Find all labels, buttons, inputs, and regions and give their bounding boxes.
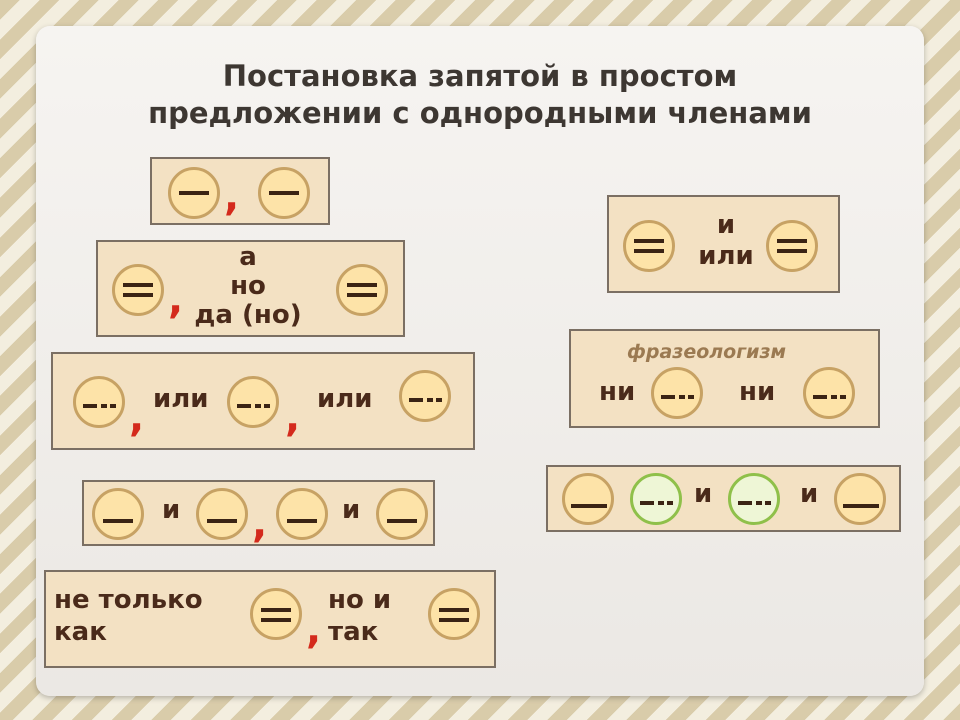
- predicate-icon: [112, 264, 164, 316]
- conj-i: и: [162, 495, 181, 525]
- conj-kak: как: [54, 617, 107, 647]
- phraseologism-label: фразеологизм: [627, 341, 787, 363]
- conj-ni: ни: [599, 377, 636, 407]
- subject-icon: [196, 488, 248, 540]
- object-icon: [227, 376, 279, 428]
- title-line-1: Постановка запятой в простом: [222, 59, 738, 93]
- conj-i: и: [694, 479, 713, 509]
- subject-icon: [276, 488, 328, 540]
- subject-icon: [92, 488, 144, 540]
- conj-a: а: [239, 242, 257, 272]
- title-line-2: предложении с однородными членами: [148, 96, 812, 130]
- predicate-icon: [336, 264, 388, 316]
- comma: ,: [129, 395, 145, 441]
- object-icon-highlighted: [630, 473, 682, 525]
- conj-i: и: [342, 495, 361, 525]
- scheme-box-7: фразеологизм ни ни: [569, 329, 880, 428]
- comma: ,: [224, 174, 240, 220]
- page-title: Постановка запятой в простом предложении…: [36, 58, 924, 132]
- object-icon: [803, 367, 855, 419]
- object-icon: [73, 376, 125, 428]
- conj-no-i: но и: [328, 585, 392, 615]
- conj-ili: или: [153, 384, 209, 414]
- predicate-icon: [250, 588, 302, 640]
- scheme-box-8: и и: [546, 465, 901, 532]
- conj-ili: или: [317, 384, 373, 414]
- scheme-box-2: , а но да (но): [96, 240, 405, 337]
- conj-ni: ни: [739, 377, 776, 407]
- scheme-box-4: и , и: [82, 480, 435, 546]
- predicate-icon: [428, 588, 480, 640]
- scheme-box-1: ,: [150, 157, 330, 225]
- subject-icon: [258, 167, 310, 219]
- comma: ,: [168, 277, 184, 323]
- subject-icon: [562, 473, 614, 525]
- scheme-box-3: , или , или: [51, 352, 475, 450]
- comma: ,: [285, 395, 301, 441]
- conj-ne-tolko: не только: [54, 585, 203, 615]
- predicate-icon: [766, 220, 818, 272]
- conj-i: и: [800, 479, 819, 509]
- conj-tak: так: [328, 617, 379, 647]
- subject-icon: [376, 488, 428, 540]
- object-icon: [651, 367, 703, 419]
- object-icon: [399, 370, 451, 422]
- conj-da-no: да (но): [194, 300, 302, 330]
- comma: ,: [252, 501, 268, 547]
- subject-icon: [168, 167, 220, 219]
- scheme-box-6: и или: [607, 195, 840, 293]
- conj-i: и: [716, 210, 736, 240]
- object-icon-highlighted: [728, 473, 780, 525]
- predicate-icon: [623, 220, 675, 272]
- subject-icon: [834, 473, 886, 525]
- scheme-box-5: не только как , но и так: [44, 570, 496, 668]
- conj-no: но: [230, 271, 266, 301]
- conj-ili: или: [698, 241, 754, 271]
- comma: ,: [306, 607, 322, 653]
